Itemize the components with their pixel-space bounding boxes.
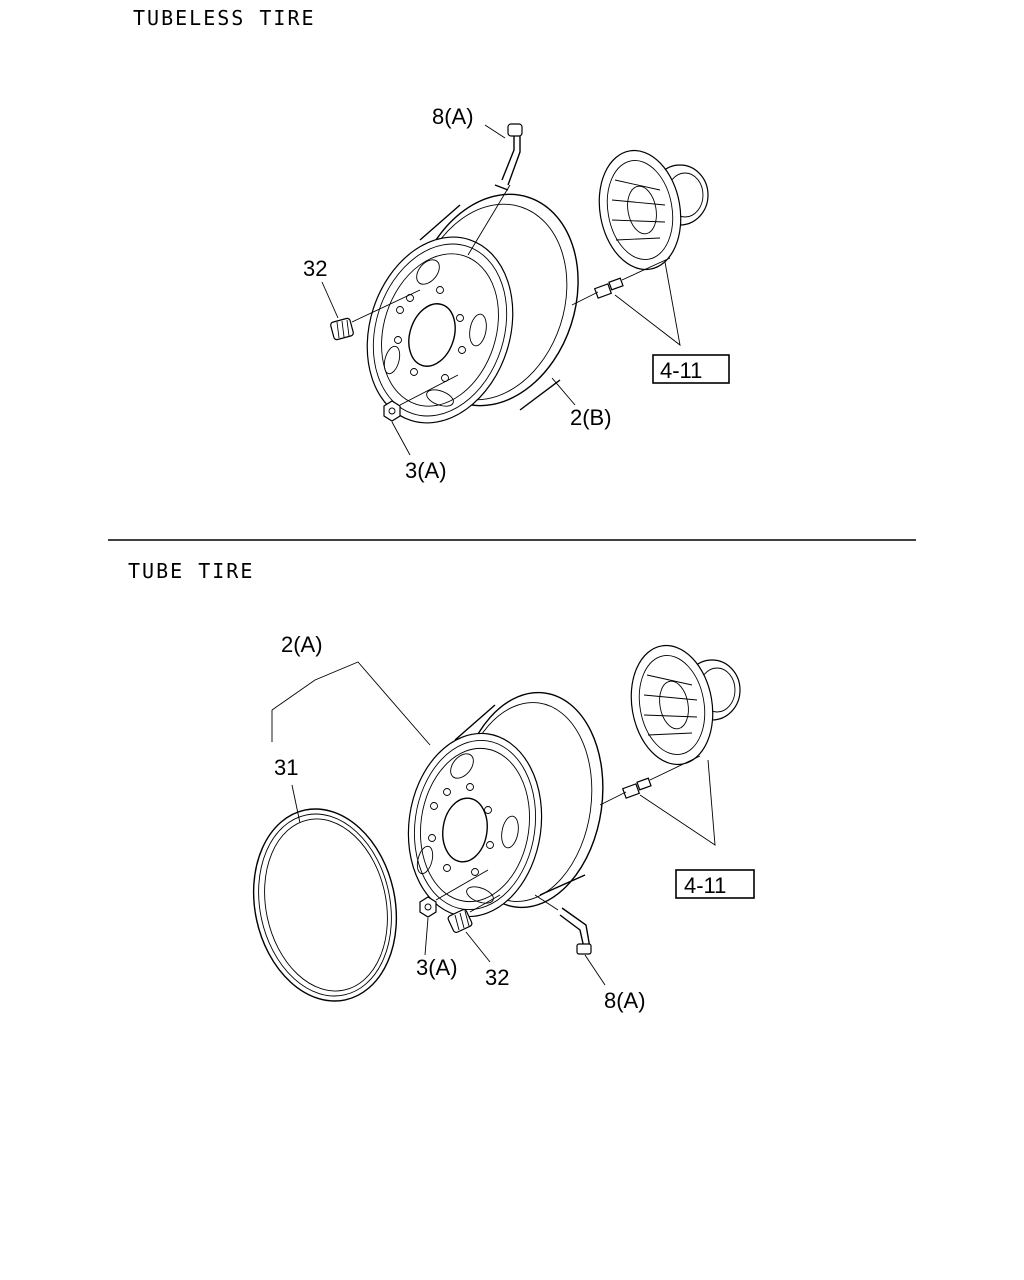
tube-nut-32-label: 32 <box>485 965 509 990</box>
tube-flap-label: 31 <box>274 755 298 780</box>
tubeless-ref-box[interactable] <box>652 354 730 384</box>
tube-ref-box[interactable] <box>675 869 755 899</box>
tube-section-title: TUBE TIRE <box>128 559 254 583</box>
tubeless-nut-32 <box>330 317 354 341</box>
tubeless-valve-leader <box>467 184 511 256</box>
tubeless-valve-label: 8(A) <box>432 104 474 129</box>
tubeless-wheel-label: 2(B) <box>570 405 612 430</box>
tube-wheel <box>407 691 604 918</box>
tubeless-section-title: TUBELESS TIRE <box>133 6 316 30</box>
tube-hub <box>630 644 741 766</box>
tube-valve-label: 8(A) <box>604 988 646 1013</box>
tube-flap <box>252 808 398 1002</box>
tube-stud <box>621 777 652 799</box>
tube-wheel-leader <box>271 661 431 746</box>
tubeless-stud <box>593 277 624 299</box>
tube-nut-3a-label: 3(A) <box>416 955 458 980</box>
tube-ref-label[interactable]: 4-11 <box>684 873 726 898</box>
tubeless-nut-3a <box>383 400 401 422</box>
tube-nut-32 <box>447 909 473 933</box>
tubeless-valve <box>494 123 523 191</box>
tubeless-nut-3a-label: 3(A) <box>405 458 447 483</box>
tube-wheel-label: 2(A) <box>281 632 323 657</box>
tubeless-nut-32-label: 32 <box>303 256 327 281</box>
tube-nut-3a <box>419 896 437 918</box>
tubeless-hub <box>598 149 709 271</box>
tubeless-ref-label[interactable]: 4-11 <box>660 358 702 383</box>
tube-valve <box>559 907 592 955</box>
